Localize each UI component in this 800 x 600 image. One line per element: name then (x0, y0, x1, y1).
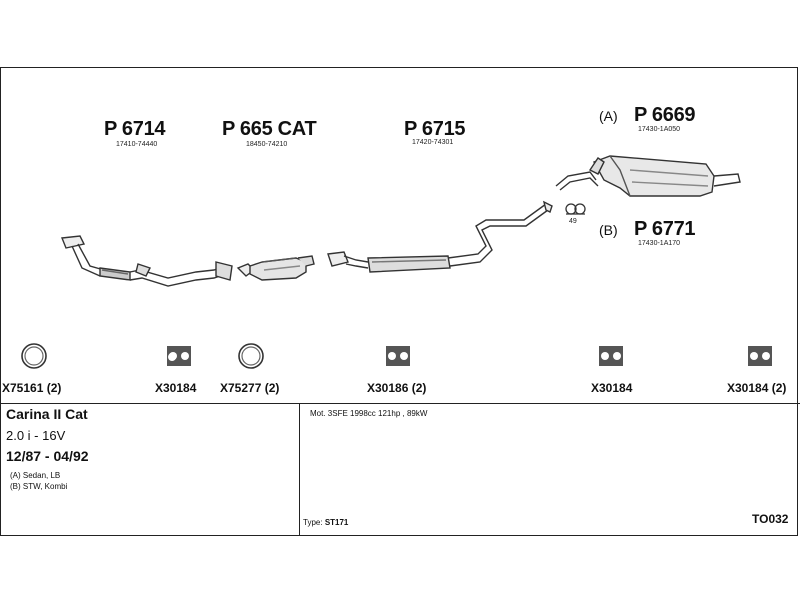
body-type-a: (A) Sedan, LB (10, 471, 61, 480)
diagram-frame (0, 67, 798, 536)
oem-number-middle-silencer: 17420-74301 (412, 139, 454, 146)
part-number-rear-silencer-a[interactable]: P 6669 (634, 104, 696, 126)
rubber-hanger-icon (386, 346, 410, 366)
type-label: Type: (303, 518, 323, 527)
oem-number-rear-silencer-b: 17430-1A170 (638, 240, 681, 247)
variant-a-label: (A) (599, 108, 618, 124)
hanger-label: 49 (569, 218, 577, 225)
part-number-catalyst[interactable]: P 665 CAT (222, 118, 317, 140)
ring-gasket-icon (21, 343, 47, 369)
rubber-hanger-icon (167, 346, 191, 366)
exhaust-system-drawing (61, 155, 741, 287)
catalyst-drawing (236, 255, 315, 281)
hardware-label-1[interactable]: X75161 (2) (2, 381, 62, 395)
type-value: ST171 (324, 518, 349, 527)
hardware-label-3[interactable]: X75277 (2) (220, 381, 280, 395)
part-number-rear-silencer-b[interactable]: P 6771 (634, 218, 696, 240)
vehicle-years: 12/87 - 04/92 (6, 448, 89, 464)
hardware-label-2[interactable]: X30184 (155, 381, 197, 395)
divider-horizontal (0, 403, 800, 404)
oem-number-catalyst: 18450-74210 (246, 141, 288, 148)
diagram-code: TO032 (752, 512, 789, 526)
variant-b-label: (B) (599, 222, 618, 238)
divider-vertical (299, 403, 300, 536)
small-hanger-drawing (565, 203, 586, 215)
oem-number-front-pipe: 17410-74440 (116, 141, 158, 148)
motor-spec: Mot. 3SFE 1998cc 121hp , 89kW (310, 409, 428, 418)
middle-silencer-drawing (327, 200, 553, 273)
rubber-hanger-icon (599, 346, 623, 366)
hardware-label-4[interactable]: X30186 (2) (367, 381, 427, 395)
hardware-label-6[interactable]: X30184 (2) (727, 381, 787, 395)
body-type-b: (B) STW, Kombi (10, 482, 68, 491)
oem-number-rear-silencer-a: 17430-1A050 (638, 126, 681, 133)
part-number-front-pipe[interactable]: P 6714 (104, 118, 166, 140)
vehicle-name: Carina II Cat (6, 406, 88, 422)
part-number-middle-silencer[interactable]: P 6715 (404, 118, 466, 140)
ring-gasket-icon (238, 343, 264, 369)
rubber-hanger-icon (748, 346, 772, 366)
type-row: Type: ST171 (303, 518, 348, 527)
front-pipe-drawing (61, 235, 233, 287)
hardware-label-5[interactable]: X30184 (591, 381, 633, 395)
vehicle-engine: 2.0 i - 16V (6, 428, 66, 443)
rear-silencer-drawing (555, 155, 741, 197)
